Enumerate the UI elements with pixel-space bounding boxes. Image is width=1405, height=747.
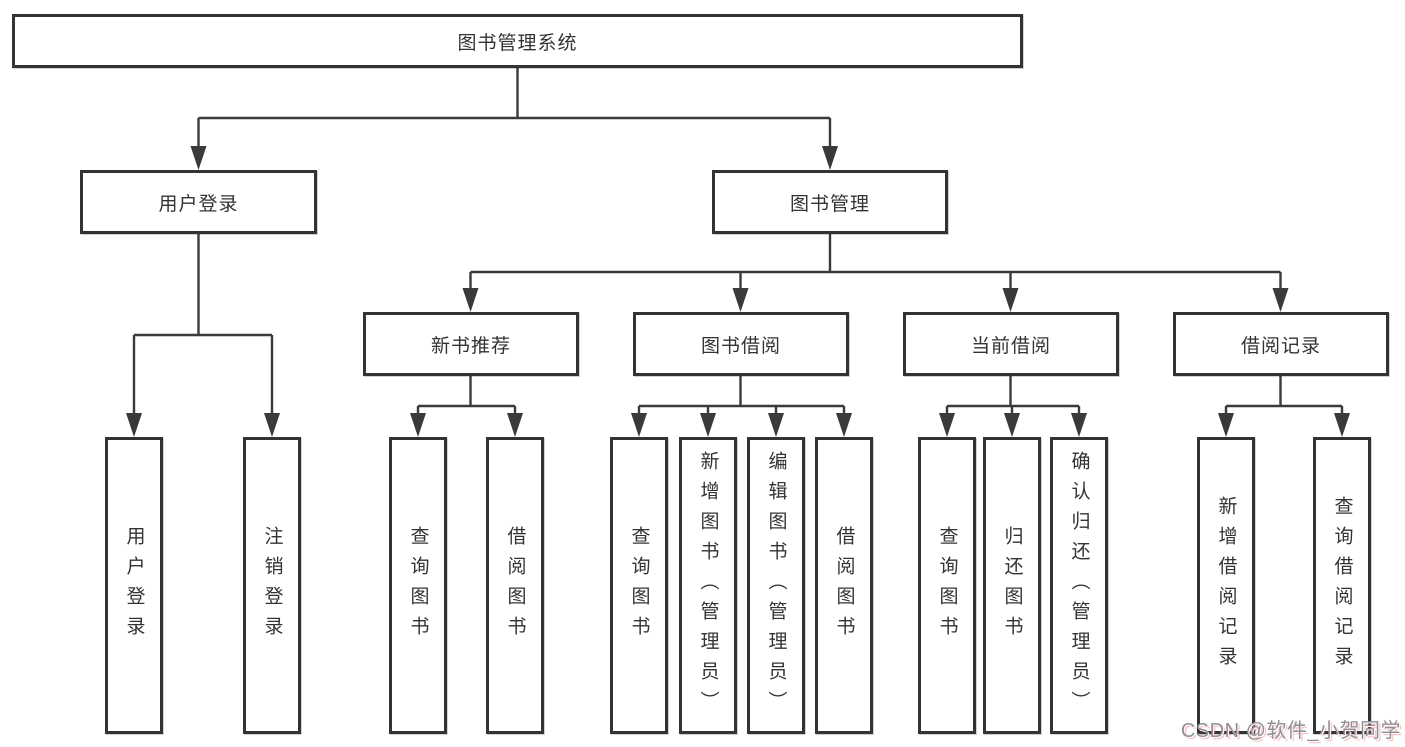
arrowhead-icon: [631, 413, 647, 437]
leaf-query-borrow-record: 查询借阅记录: [1313, 437, 1371, 734]
leaf-edit-book-admin: 编辑图书（管理员）: [747, 437, 805, 734]
leaf-query-current-book: 查询图书: [918, 437, 976, 734]
arrowhead-icon: [126, 413, 142, 437]
edge-bookmgmt-to-level3: [469, 234, 1282, 292]
node-new-book-recommend: 新书推荐: [363, 312, 579, 376]
csdn-watermark: CSDN @软件_小贺同学: [1180, 720, 1401, 742]
edge-borrowrecord-to-leaves: [1224, 376, 1344, 417]
arrowhead-icon: [462, 288, 479, 312]
leaf-add-book-admin: 新增图书（管理员）: [679, 437, 737, 734]
arrowhead-icon: [507, 413, 523, 437]
edge-bookborrow-to-leaves: [637, 376, 846, 417]
edge-currentborrow-to-leaves: [945, 376, 1081, 417]
arrowhead-icon: [264, 413, 280, 437]
leaf-return-book: 归还图书: [983, 437, 1041, 734]
arrowhead-icon: [1002, 288, 1019, 312]
edge-userlogin-to-leaves: [132, 234, 274, 417]
arrowhead-icon: [700, 413, 716, 437]
arrowhead-icon: [939, 413, 955, 437]
arrowhead-icon: [1004, 413, 1020, 437]
node-borrow-record: 借阅记录: [1173, 312, 1389, 376]
arrowhead-icon: [1334, 413, 1350, 437]
leaf-add-borrow-record: 新增借阅记录: [1197, 437, 1255, 734]
arrowhead-icon: [822, 146, 838, 170]
arrowhead-icon: [1071, 413, 1087, 437]
arrowheads: [126, 146, 1350, 437]
arrowhead-icon: [190, 146, 207, 170]
arrowhead-icon: [836, 413, 852, 437]
leaf-confirm-return-admin: 确认归还（管理员）: [1050, 437, 1108, 734]
edge-root-to-level2: [197, 68, 832, 150]
leaf-query-book: 查询图书: [610, 437, 668, 734]
leaf-borrow-book-recommend: 借阅图书: [486, 437, 544, 734]
arrowhead-icon: [1272, 288, 1289, 312]
node-current-borrow: 当前借阅: [903, 312, 1119, 376]
leaf-borrow-book: 借阅图书: [815, 437, 873, 734]
tree-edges: [132, 68, 1344, 417]
node-book-borrow: 图书借阅: [633, 312, 849, 376]
arrowhead-icon: [1218, 413, 1234, 437]
arrowhead-icon: [768, 413, 784, 437]
leaf-user-login: 用户登录: [105, 437, 163, 734]
node-user-login: 用户登录: [80, 170, 317, 234]
leaf-logout: 注销登录: [243, 437, 301, 734]
arrowhead-icon: [732, 288, 749, 312]
arrowhead-icon: [410, 413, 426, 437]
edge-newbook-to-leaves: [416, 376, 517, 417]
node-root-library-system: 图书管理系统: [12, 14, 1023, 68]
node-book-management: 图书管理: [712, 170, 948, 234]
leaf-query-book-recommend: 查询图书: [389, 437, 447, 734]
